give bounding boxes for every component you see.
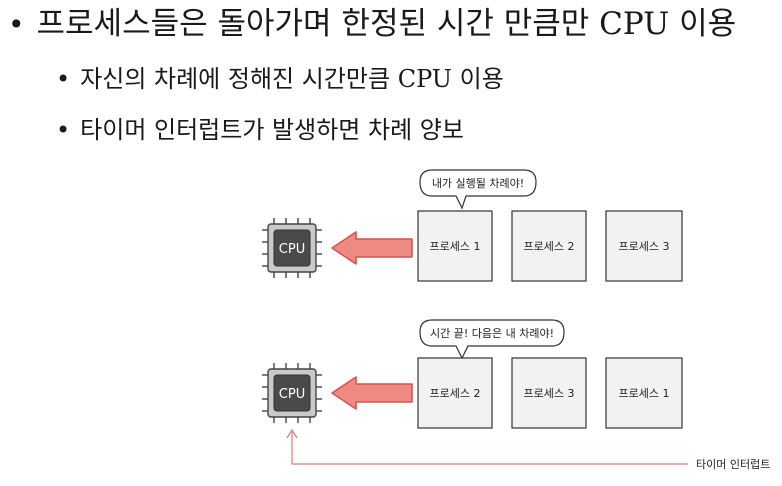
- speech-bubble-2: 시간 끝! 다음은 내 차례야!: [419, 319, 565, 360]
- process-box-row2-2: 프로세스 3: [511, 357, 587, 429]
- process-label: 프로세스 3: [524, 387, 575, 400]
- process-box-row2-3: 프로세스 1: [605, 357, 683, 429]
- speech-bubble-1-text: 내가 실행될 차례야!: [432, 176, 524, 190]
- timer-interrupt-label: 타이머 인터럽트: [696, 457, 770, 471]
- bullet-dot: •: [56, 65, 71, 93]
- bullet-dot: •: [56, 116, 71, 144]
- process-box-row1-3: 프로세스 3: [605, 210, 683, 282]
- process-label: 프로세스 3: [619, 240, 670, 253]
- main-bullet: • 프로세스들은 돌아가며 한정된 시간 만큼만 CPU 이용: [8, 2, 736, 47]
- main-bullet-text: 프로세스들은 돌아가며 한정된 시간 만큼만 CPU 이용: [36, 6, 737, 42]
- process-box-row2-1: 프로세스 2: [417, 357, 493, 429]
- cpu-label-2: CPU: [279, 387, 305, 402]
- cpu-chip-2: CPU: [262, 363, 322, 423]
- process-label: 프로세스 1: [619, 387, 670, 400]
- process-label: 프로세스 2: [430, 387, 481, 400]
- cpu-label-1: CPU: [279, 242, 305, 257]
- bullet-dot: •: [8, 8, 25, 41]
- process-label: 프로세스 1: [430, 240, 481, 253]
- sub-bullet-1-text: 자신의 차례에 정해진 시간만큼 CPU 이용: [80, 65, 504, 93]
- process-box-row1-2: 프로세스 2: [511, 210, 587, 282]
- speech-bubble-2-text: 시간 끝! 다음은 내 차례야!: [430, 327, 554, 340]
- sub-bullet-1: • 자신의 차례에 정해진 시간만큼 CPU 이용: [56, 62, 504, 96]
- cpu-chip-1: CPU: [262, 218, 322, 278]
- timer-interrupt-arrow: [286, 428, 688, 465]
- process-box-row1-1: 프로세스 1: [417, 210, 493, 282]
- arrow-2: [331, 376, 413, 410]
- sub-bullet-2-text: 타이머 인터럽트가 발생하면 차례 양보: [80, 116, 464, 144]
- sub-bullet-2: • 타이머 인터럽트가 발생하면 차례 양보: [56, 113, 464, 147]
- speech-bubble-1: 내가 실행될 차례야!: [419, 169, 537, 210]
- process-label: 프로세스 2: [524, 240, 575, 253]
- arrow-1: [331, 231, 413, 265]
